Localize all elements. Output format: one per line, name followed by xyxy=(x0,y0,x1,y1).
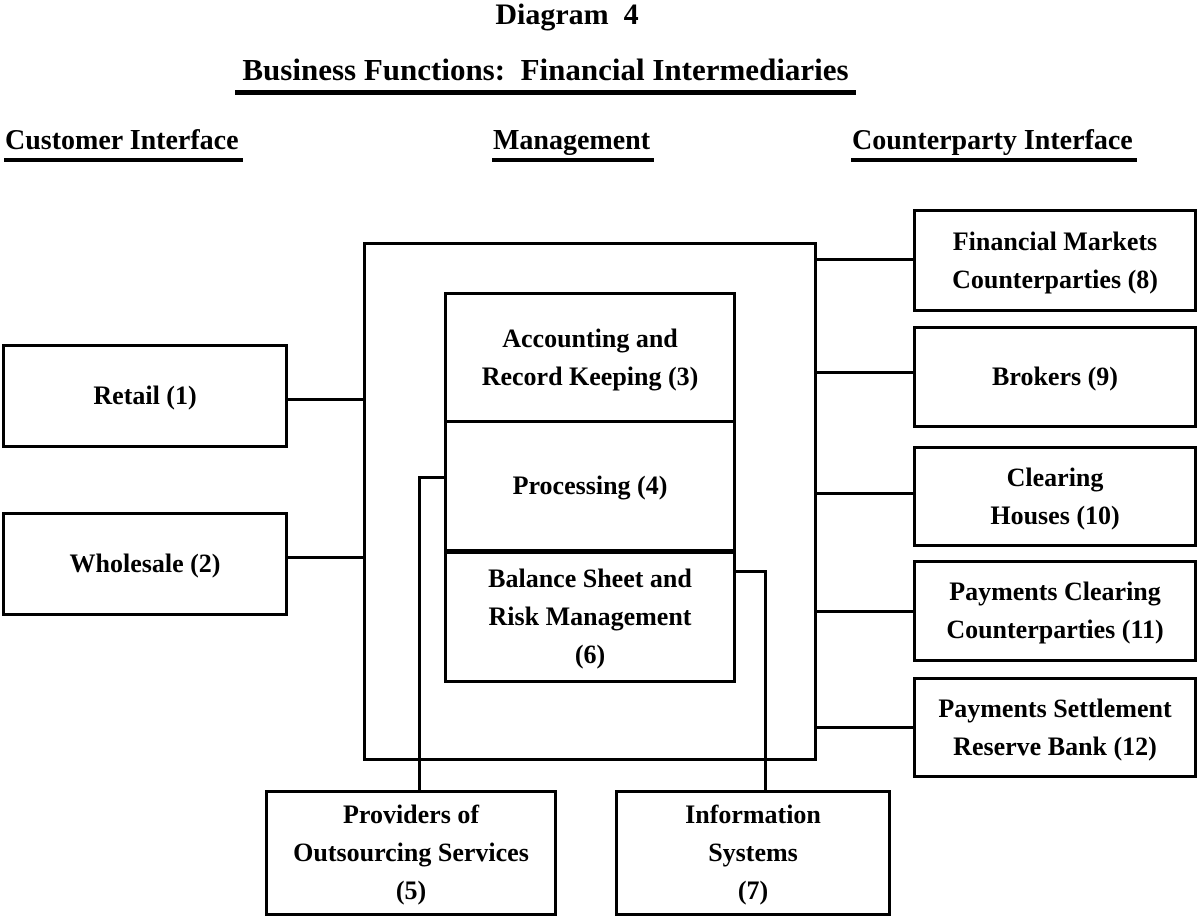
node-accounting-label: Accounting and Record Keeping (3) xyxy=(481,323,699,391)
node-processing: Processing (4) xyxy=(447,423,733,549)
page-title: Business Functions: Financial Intermedia… xyxy=(235,52,856,95)
column-header-counterparty-interface: Counterparty Interface xyxy=(851,126,1137,162)
node-payments-settlement-reserve-bank: Payments Settlement Reserve Bank (12) xyxy=(913,677,1197,778)
node-balance-sheet-risk-management: Balance Sheet and Risk Management (6) xyxy=(447,554,733,680)
node-payments-settlement-label: Payments Settlement Reserve Bank (12) xyxy=(938,693,1172,761)
column-header-customer-interface: Customer Interface xyxy=(4,126,243,162)
node-brokers: Brokers (9) xyxy=(913,326,1197,428)
node-retail: Retail (1) xyxy=(2,344,288,448)
node-balance-sheet-label: Balance Sheet and Risk Management (6) xyxy=(488,564,692,669)
edge-balance-sheet-to-information xyxy=(764,570,767,793)
page-title-wrap: Business Functions: Financial Intermedia… xyxy=(0,52,1091,95)
node-payments-clearing-label: Payments Clearing Counterparties (11) xyxy=(946,577,1164,644)
node-clearing-houses-label: Clearing Houses (10) xyxy=(990,462,1120,530)
diagram-number-title: Diagram 4 xyxy=(495,0,639,31)
node-providers-of-outsourcing-services: Providers of Outsourcing Services (5) xyxy=(265,790,557,916)
edge-management-to-payments-clearing xyxy=(815,610,913,613)
node-payments-clearing-counterparties: Payments Clearing Counterparties (11) xyxy=(913,560,1197,662)
column-header-management: Management xyxy=(492,126,655,162)
edge-balance-sheet-stub xyxy=(733,570,767,573)
divider-accounting-processing xyxy=(447,420,733,423)
node-outsourcing-label: Providers of Outsourcing Services (5) xyxy=(293,800,529,905)
edge-management-to-brokers xyxy=(815,371,913,374)
edge-management-to-payments-settlement xyxy=(815,726,913,729)
node-brokers-label: Brokers (9) xyxy=(992,362,1118,391)
node-wholesale: Wholesale (2) xyxy=(2,512,288,616)
node-information-systems: Information Systems (7) xyxy=(615,790,891,916)
edge-management-to-clearing-houses xyxy=(815,492,913,495)
edge-processing-to-outsourcing xyxy=(418,476,421,793)
node-clearing-houses: Clearing Houses (10) xyxy=(913,446,1197,547)
edge-processing-stub xyxy=(418,476,447,479)
management-functions-stack: Accounting and Record Keeping (3) Proces… xyxy=(444,292,736,683)
node-financial-markets-label: Financial Markets Counterparties (8) xyxy=(952,226,1158,294)
node-wholesale-label: Wholesale (2) xyxy=(69,549,221,578)
node-information-systems-label: Information Systems (7) xyxy=(685,800,821,905)
node-retail-label: Retail (1) xyxy=(93,381,197,410)
edge-management-to-financial-markets xyxy=(815,258,913,261)
edge-wholesale-to-management xyxy=(287,556,365,559)
node-financial-markets-counterparties: Financial Markets Counterparties (8) xyxy=(913,209,1197,312)
node-processing-label: Processing (4) xyxy=(512,471,668,500)
edge-retail-to-management xyxy=(287,398,365,401)
divider-processing-balance-sheet xyxy=(447,549,733,554)
node-accounting-record-keeping: Accounting and Record Keeping (3) xyxy=(447,295,733,420)
